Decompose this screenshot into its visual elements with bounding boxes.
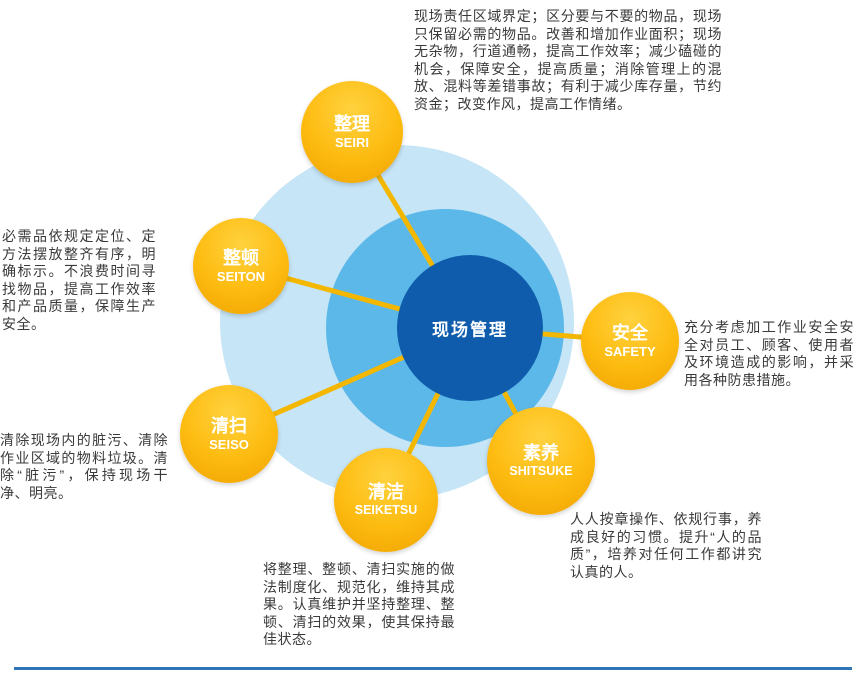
node-seiso: 清扫 SEISO [180, 385, 278, 483]
core-circle [397, 255, 543, 401]
node-safety-en: SAFETY [604, 344, 656, 360]
node-seiketsu-en: SEIKETSU [354, 503, 418, 518]
node-seiri-zh: 整理 [334, 113, 370, 134]
annotation-safety: 充分考虑加工作业安全安全对员工、顾客、使用者及环境造成的影响，并采用各种防患措施… [684, 319, 854, 388]
node-seiketsu-zh: 清洁 [368, 481, 404, 502]
annotation-shitsuke: 人人按章操作、依规行事，养成良好的习惯。提升“人的品质”，培养对任何工作都讲究认… [570, 511, 762, 580]
node-shitsuke-en: SHITSUKE [509, 464, 573, 479]
node-shitsuke: 素养 SHITSUKE [487, 407, 595, 515]
node-seiri-en: SEIRI [335, 135, 369, 151]
node-seiso-zh: 清扫 [211, 415, 247, 436]
annotation-seiketsu: 将整理、整顿、清扫实施的做法制度化、规范化，维持其成果。认真维护并坚持整理、整顿… [263, 561, 455, 647]
node-shitsuke-zh: 素养 [523, 442, 559, 463]
node-seiton-zh: 整顿 [223, 247, 259, 268]
node-seiso-en: SEISO [209, 437, 249, 453]
node-seiri: 整理 SEIRI [301, 81, 403, 183]
footer-rule [14, 667, 852, 670]
node-seiton-en: SEITON [216, 269, 266, 285]
annotation-seiton: 必需品依规定定位、定方法摆放整齐有序，明确标示。不浪费时间寻找物品，提高工作效率… [2, 228, 156, 332]
node-seiton: 整顿 SEITON [193, 218, 289, 314]
center-label: 现场管理 [432, 320, 508, 340]
annotation-seiri: 现场责任区域界定；区分要与不要的物品，现场只保留必需的物品。改善和增加作业面积；… [414, 8, 722, 112]
node-safety: 安全 SAFETY [581, 292, 679, 390]
node-safety-zh: 安全 [612, 322, 648, 343]
node-seiketsu: 清洁 SEIKETSU [334, 448, 438, 552]
annotation-seiso: 清除现场内的脏污、清除作业区域的物料垃圾。清除“脏污”，保持现场干净、明亮。 [0, 432, 168, 501]
